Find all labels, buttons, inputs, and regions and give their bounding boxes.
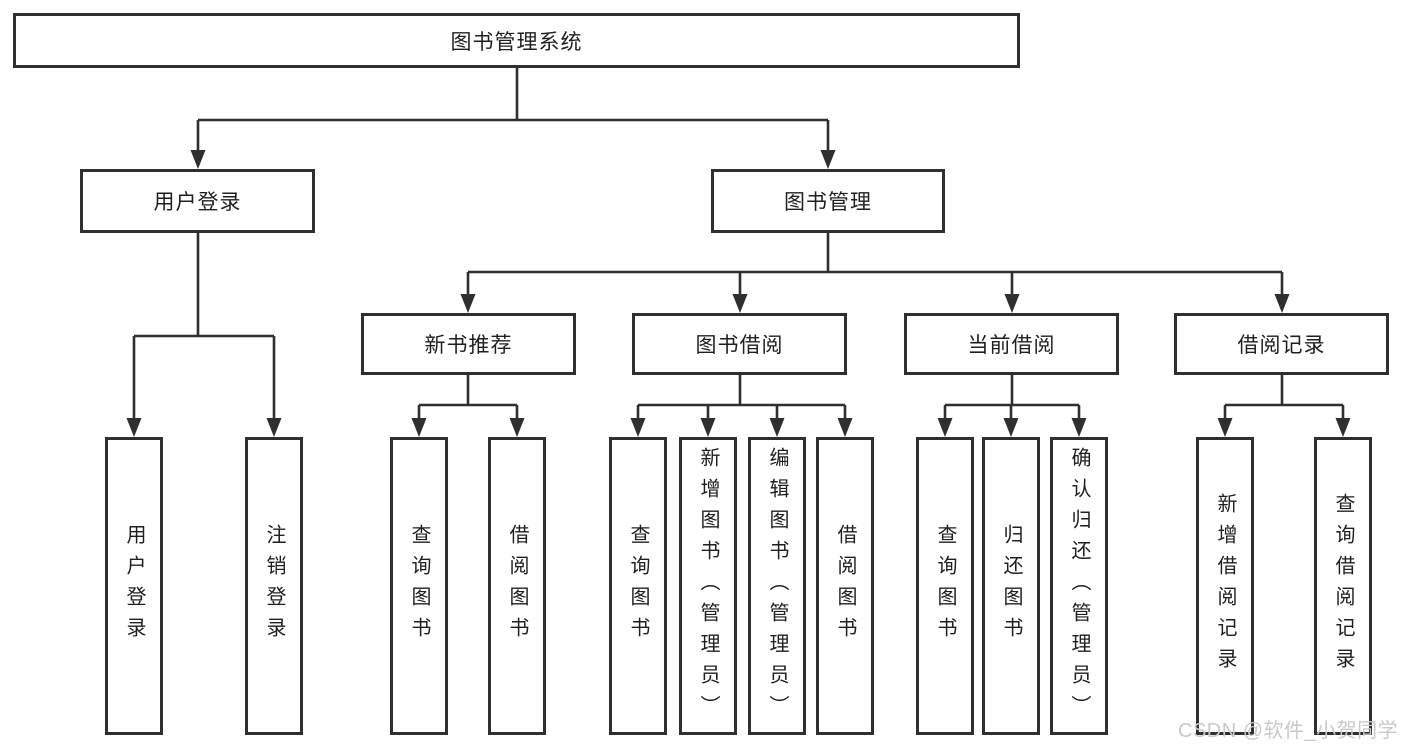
node-root: 图书管理系统 <box>13 13 1020 68</box>
arrow-down-icon <box>411 418 427 437</box>
watermark: CSDN @软件_小贺同学 <box>1178 720 1399 742</box>
node-book-borrow: 图书借阅 <box>632 313 847 375</box>
node-current-borrow: 当前借阅 <box>904 313 1119 375</box>
node-new-book-recommend-label: 新书推荐 <box>424 334 513 357</box>
leaf-return-book: 归还图书 <box>982 437 1040 735</box>
arrow-down-icon <box>820 150 836 169</box>
leaf-query-books-1-label: 查询图书 <box>408 524 430 648</box>
leaf-query-borrow-record: 查询借阅记录 <box>1314 437 1372 735</box>
node-book-borrow-label: 图书借阅 <box>695 334 784 357</box>
leaf-borrow-books-1: 借阅图书 <box>488 437 546 735</box>
leaf-borrow-books-1-label: 借阅图书 <box>506 524 528 648</box>
arrow-down-icon <box>190 150 206 169</box>
leaf-query-borrow-record-label: 查询借阅记录 <box>1332 493 1354 679</box>
node-root-label: 图书管理系统 <box>450 30 583 54</box>
leaf-query-books-3: 查询图书 <box>916 437 974 735</box>
arrow-down-icon <box>509 418 525 437</box>
leaf-edit-book-admin-label: 编辑图书（管理员） <box>766 446 788 726</box>
leaf-add-book-admin: 新增图书（管理员） <box>679 437 737 735</box>
leaf-query-books-3-label: 查询图书 <box>934 524 956 648</box>
leaf-query-books-2: 查询图书 <box>609 437 667 735</box>
leaf-add-borrow-record-label: 新增借阅记录 <box>1214 493 1236 679</box>
leaf-borrow-books-2-label: 借阅图书 <box>834 524 856 648</box>
arrow-down-icon <box>769 418 785 437</box>
arrow-down-icon <box>126 418 142 437</box>
arrow-down-icon <box>630 418 646 437</box>
arrow-down-icon <box>266 418 282 437</box>
leaf-confirm-return-admin: 确认归还（管理员） <box>1050 437 1108 735</box>
arrow-down-icon <box>1335 418 1351 437</box>
arrow-down-icon <box>937 418 953 437</box>
node-new-book-recommend: 新书推荐 <box>361 313 576 375</box>
arrow-down-icon <box>1274 294 1290 313</box>
node-borrow-records: 借阅记录 <box>1174 313 1389 375</box>
arrow-down-icon <box>1003 418 1019 437</box>
leaf-add-book-admin-label: 新增图书（管理员） <box>697 446 719 726</box>
node-book-management: 图书管理 <box>711 169 945 233</box>
arrow-down-icon <box>1217 418 1233 437</box>
arrow-down-icon <box>1071 418 1087 437</box>
leaf-confirm-return-admin-label: 确认归还（管理员） <box>1068 446 1090 726</box>
node-borrow-records-label: 借阅记录 <box>1237 334 1326 357</box>
arrow-down-icon <box>732 294 748 313</box>
leaf-return-book-label: 归还图书 <box>1000 524 1022 648</box>
leaf-logout: 注销登录 <box>245 437 303 735</box>
node-user-login: 用户登录 <box>80 169 315 233</box>
arrow-down-icon <box>837 418 853 437</box>
leaf-borrow-books-2: 借阅图书 <box>816 437 874 735</box>
leaf-add-borrow-record: 新增借阅记录 <box>1196 437 1254 735</box>
node-book-management-label: 图书管理 <box>784 191 872 214</box>
leaf-query-books-1: 查询图书 <box>390 437 448 735</box>
leaf-user-login-label: 用户登录 <box>123 524 145 648</box>
leaf-edit-book-admin: 编辑图书（管理员） <box>748 437 806 735</box>
leaf-logout-label: 注销登录 <box>263 524 285 648</box>
leaf-query-books-2-label: 查询图书 <box>627 524 649 648</box>
arrow-down-icon <box>700 418 716 437</box>
leaf-user-login: 用户登录 <box>105 437 163 735</box>
arrow-down-icon <box>460 294 476 313</box>
arrow-down-icon <box>1004 294 1020 313</box>
node-current-borrow-label: 当前借阅 <box>967 334 1056 357</box>
node-user-login-label: 用户登录 <box>153 191 242 214</box>
